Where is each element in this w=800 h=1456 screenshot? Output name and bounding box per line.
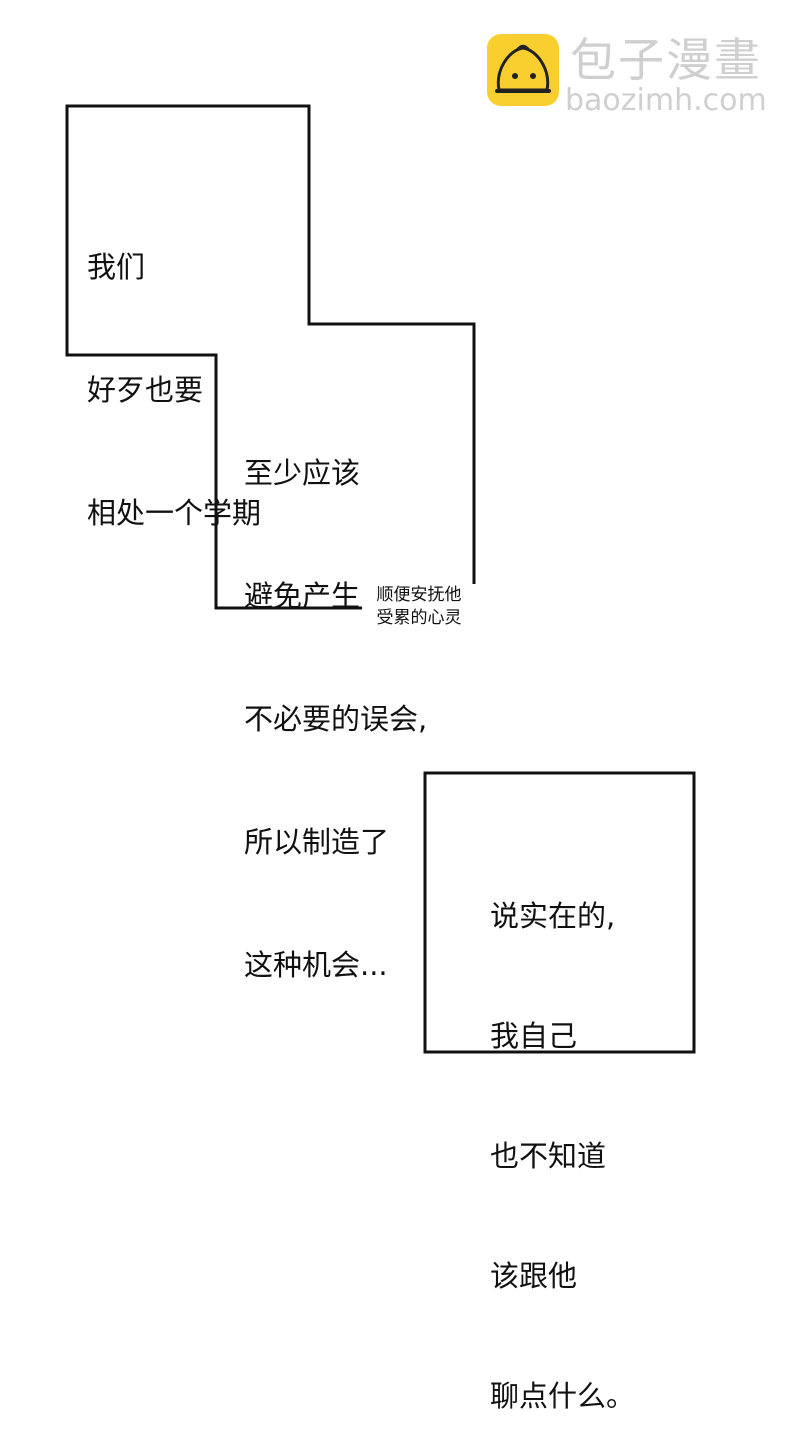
caption-line: 我们: [87, 250, 146, 284]
caption-line: 不必要的误会,: [244, 702, 428, 736]
caption-line: 这种机会...: [244, 948, 388, 982]
note-line: 顺便安抚他: [376, 585, 462, 605]
caption-2-text: 至少应该 避免产生 不必要的误会, 所以制造了 这种机会...: [244, 371, 427, 1027]
caption-1-text: 我们 好歹也要 相处一个学期: [87, 165, 261, 575]
speech-frames: [65, 104, 696, 1054]
watermark-url: baozimh.com: [565, 83, 767, 118]
caption-line: 避免产生: [244, 579, 361, 613]
caption-line: 相处一个学期: [87, 496, 262, 530]
caption-line: 所以制造了: [244, 825, 390, 859]
caption-box-2: [423, 771, 696, 1054]
caption-line: 至少应该: [244, 456, 361, 490]
note-line: 受累的心灵: [376, 608, 462, 628]
caption-line: 也不知道: [490, 1139, 607, 1173]
caption-line: 我自己: [490, 1019, 578, 1053]
caption-line: 好歹也要: [87, 373, 204, 407]
caption-3-text: 说实在的, 我自己 也不知道 该跟他 聊点什么。: [490, 816, 635, 1456]
caption-line: 说实在的,: [490, 899, 616, 933]
baozi-logo-icon: [487, 34, 559, 106]
watermark-title: 包子漫畫: [570, 33, 762, 87]
caption-line: 该跟他: [490, 1259, 578, 1293]
caption-line: 聊点什么。: [490, 1379, 636, 1413]
translator-note: 顺便安抚他 受累的心灵: [362, 584, 476, 630]
